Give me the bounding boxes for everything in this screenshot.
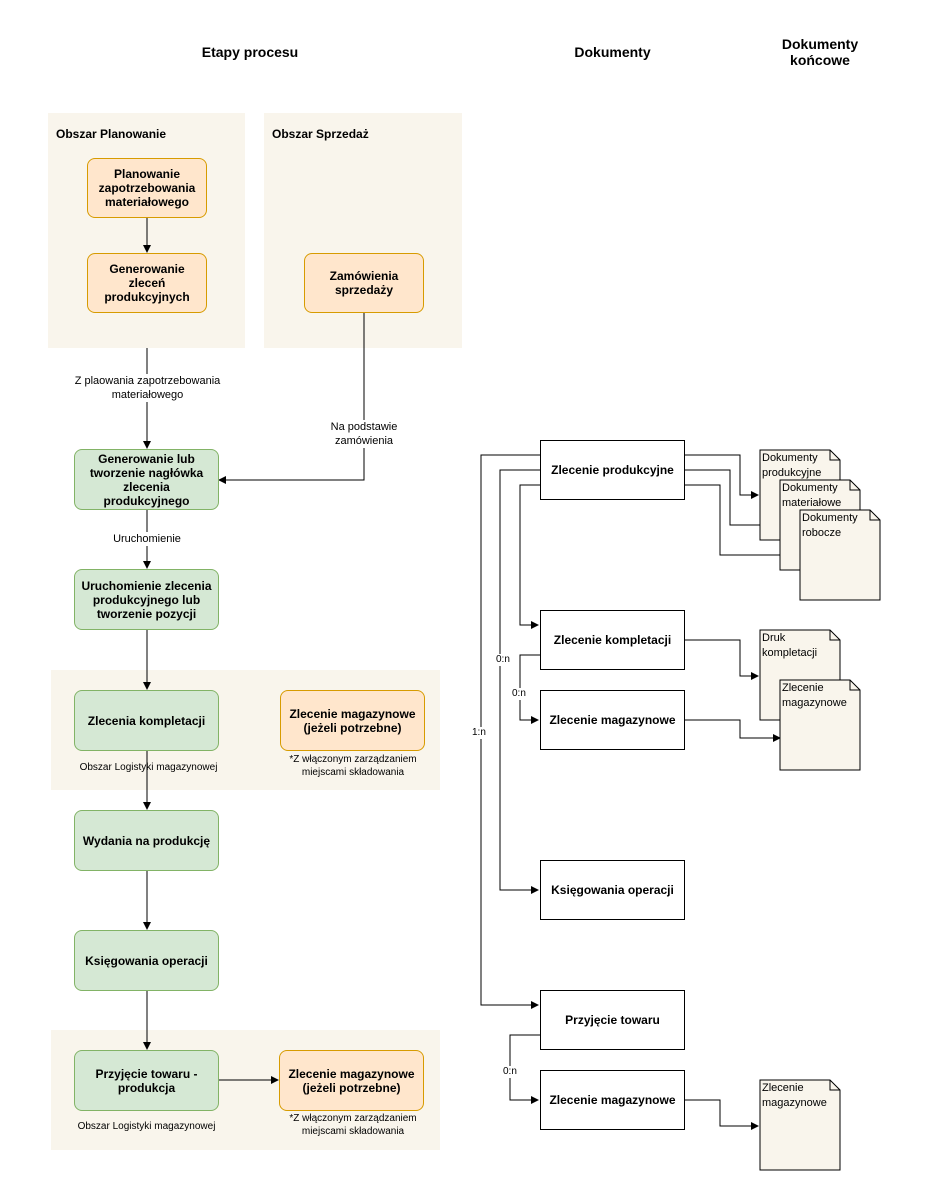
header-process-stages: Etapy procesu xyxy=(201,44,299,60)
step-issue[interactable]: Wydania na produkcję xyxy=(74,810,219,871)
area-logistics-2-label: Obszar Logistyki magazynowej xyxy=(77,1121,216,1132)
doc-production-order[interactable]: Zlecenie produkcyjne xyxy=(540,440,685,500)
step-receipt[interactable]: Przyjęcie towaru - produkcja xyxy=(74,1050,219,1111)
doc-warehouse-order-2[interactable]: Zlecenie magazynowe xyxy=(540,1070,685,1130)
step-sales-orders[interactable]: Zamówienia sprzedaży xyxy=(304,253,424,313)
final-doc-production: Dokumenty produkcyjne xyxy=(762,452,822,479)
doc-warehouse-order-1[interactable]: Zlecenie magazynowe xyxy=(540,690,685,750)
area-planning-label: Obszar Planowanie xyxy=(56,127,167,141)
edge-label-from-mrp: Z plaowania zapotrzebowania materiałoweg… xyxy=(60,374,235,402)
final-doc-material: Dokumenty materiałowe xyxy=(782,482,842,509)
doc-shape-warehouse-1 xyxy=(779,679,861,771)
final-doc-warehouse-1: Zlecenie magazynowe xyxy=(782,682,847,709)
header-final-documents: Dokumenty końcowe xyxy=(781,36,859,68)
cardinality-0n-warehouse: 0:n xyxy=(512,688,526,700)
note-wms-1: *Z włączonym zarządzaniem miejscami skła… xyxy=(289,754,417,778)
step-postings[interactable]: Księgowania operacji xyxy=(74,930,219,991)
doc-shape-warehouse-2 xyxy=(759,1079,841,1171)
cardinality-0n-receipt: 0:n xyxy=(503,1066,517,1078)
doc-shape-work xyxy=(799,509,881,601)
final-doc-work: Dokumenty robocze xyxy=(802,512,858,539)
final-doc-picking-print: Druk kompletacji xyxy=(762,632,818,659)
cardinality-0n-picking: 0:n xyxy=(496,654,510,666)
step-header[interactable]: Generowanie lub tworzenie nagłówka zlece… xyxy=(74,449,219,510)
step-warehouse-1[interactable]: Zlecenie magazynowe (jeżeli potrzebne) xyxy=(280,690,425,751)
step-picking[interactable]: Zlecenia kompletacji xyxy=(74,690,219,751)
final-doc-warehouse-2: Zlecenie magazynowe xyxy=(762,1082,827,1109)
area-logistics-1-label: Obszar Logistyki magazynowej xyxy=(79,762,218,773)
step-release[interactable]: Uruchomienie zlecenia produkcyjnego lub … xyxy=(74,569,219,630)
edge-label-release: Uruchomienie xyxy=(104,532,190,546)
step-mrp[interactable]: Planowanie zapotrzebowania materiałowego xyxy=(87,158,207,218)
doc-receipt[interactable]: Przyjęcie towaru xyxy=(540,990,685,1050)
cardinality-1n: 1:n xyxy=(472,727,486,739)
doc-postings[interactable]: Księgowania operacji xyxy=(540,860,685,920)
header-documents: Dokumenty xyxy=(574,44,651,60)
area-sales-label: Obszar Sprzedaż xyxy=(272,127,369,141)
step-generate-orders[interactable]: Generowanie zleceń produkcyjnych xyxy=(87,253,207,313)
doc-picking-order[interactable]: Zlecenie kompletacji xyxy=(540,610,685,670)
edge-label-from-sales: Na podstawie zamówienia xyxy=(320,420,408,448)
step-warehouse-2[interactable]: Zlecenie magazynowe (jeżeli potrzebne) xyxy=(279,1050,424,1111)
note-wms-2: *Z włączonym zarządzaniem miejscami skła… xyxy=(289,1113,417,1137)
